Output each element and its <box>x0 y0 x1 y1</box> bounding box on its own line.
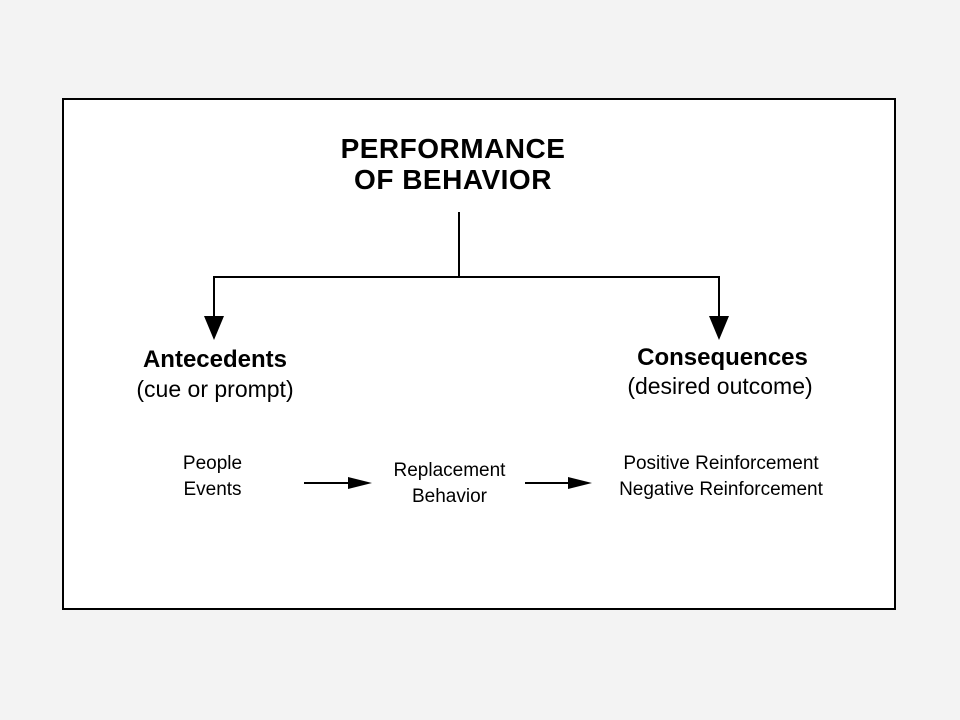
antecedents-arrowhead <box>204 316 224 340</box>
antecedents-heading: Antecedents <box>142 346 288 373</box>
antecedents-subheading: (cue or prompt) <box>136 376 294 402</box>
title-line-2: OF BEHAVIOR <box>354 164 552 195</box>
antecedent-item-people: People <box>182 453 243 474</box>
consequence-items: Positive Reinforcement Negative Reinforc… <box>596 451 846 503</box>
replacement-behavior: Replacement Behavior <box>372 458 527 510</box>
diagram-frame <box>62 98 896 610</box>
consequences-heading: Consequences <box>637 344 808 371</box>
title-line-1: PERFORMANCE <box>340 133 566 164</box>
antecedent-item-events: Events <box>183 479 242 500</box>
consequence-item-negative: Negative Reinforcement <box>619 479 823 500</box>
consequences-arrowhead <box>709 316 729 340</box>
consequence-item-positive: Positive Reinforcement <box>623 453 819 474</box>
diagram-title: PERFORMANCE OF BEHAVIOR <box>323 133 583 195</box>
behavior-to-consequence-arrowhead <box>568 477 592 489</box>
antecedent-to-behavior-arrowhead <box>348 477 372 489</box>
behavior-line-2: Behavior <box>412 486 487 507</box>
antecedent-items: People Events <box>160 451 265 503</box>
consequences-subheading: (desired outcome) <box>627 373 813 399</box>
behavior-line-1: Replacement <box>393 460 506 481</box>
